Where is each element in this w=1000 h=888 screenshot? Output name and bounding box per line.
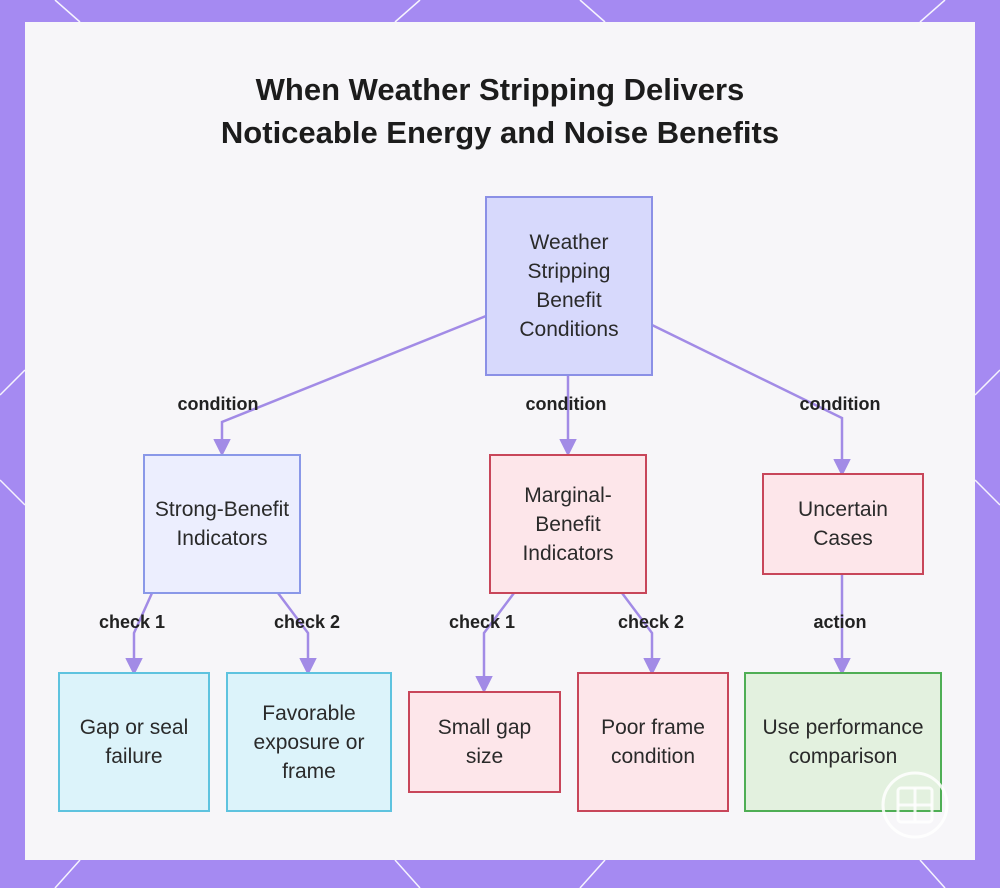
edge-label-strong-gap: check 1 (98, 612, 166, 632)
edge-marginal-small (475, 592, 515, 694)
edge-strong-favorable (277, 592, 317, 676)
title-line-1: When Weather Stripping Delivers (255, 72, 745, 107)
edge-root-strong (213, 314, 487, 457)
edge-label-strong-favorable: check 2 (273, 612, 341, 632)
node-poor-frame-condition: Poor frame condition (577, 672, 729, 812)
edge-strong-gap (125, 592, 154, 676)
node-favorable-exposure: Favorable exposure or frame (226, 672, 392, 812)
diagram-title: When Weather Stripping Delivers Noticeab… (0, 68, 1000, 154)
edge-label-marginal-poor: check 2 (617, 612, 685, 632)
node-performance-comparison: Use performance comparison (744, 672, 942, 812)
edge-label-root-strong: condition (177, 394, 259, 414)
title-line-2: Noticeable Energy and Noise Benefits (220, 115, 780, 150)
node-root: Weather Stripping Benefit Conditions (485, 196, 653, 376)
window-icon (880, 770, 950, 840)
edge-label-root-marginal: condition (525, 394, 607, 414)
node-gap-seal-failure: Gap or seal failure (58, 672, 210, 812)
edge-marginal-poor (621, 592, 661, 676)
edge-label-root-uncertain: condition (799, 394, 881, 414)
node-small-gap-size: Small gap size (408, 691, 561, 793)
node-strong-benefit: Strong-Benefit Indicators (143, 454, 301, 594)
edge-root-uncertain (651, 323, 851, 477)
edge-label-uncertain-performance: action (813, 612, 867, 632)
node-uncertain-cases: Uncertain Cases (762, 473, 924, 575)
edge-label-marginal-small: check 1 (448, 612, 516, 632)
node-marginal-benefit: Marginal-Benefit Indicators (489, 454, 647, 594)
